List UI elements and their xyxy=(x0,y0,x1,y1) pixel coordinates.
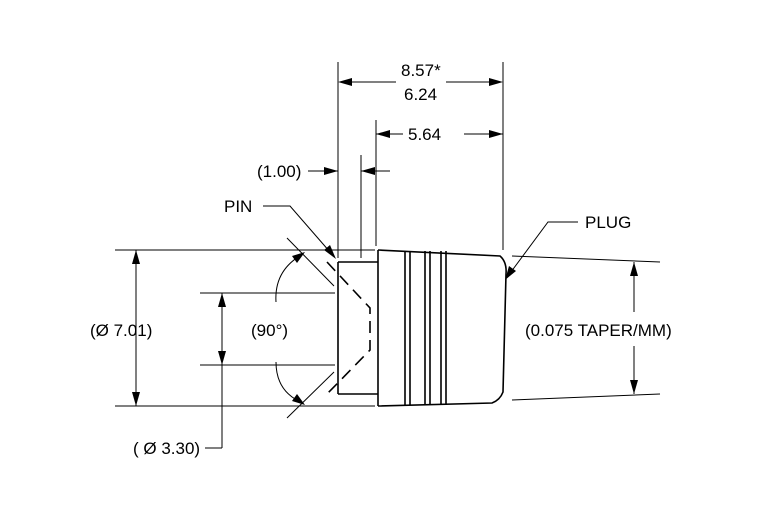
dim-outer-diameter-label: (Ø 7.01) xyxy=(90,321,152,340)
dim-chamfer-angle xyxy=(275,252,305,405)
plug-leader xyxy=(505,221,578,280)
dim-taper xyxy=(630,262,638,394)
dim-pin-offset xyxy=(308,167,390,175)
dim-plug-length-label: 5.64 xyxy=(408,125,441,144)
dim-overall-length xyxy=(338,78,503,86)
dim-pin-offset-label: (1.00) xyxy=(257,162,301,181)
dim-chamfer-angle-label: (90°) xyxy=(251,321,288,340)
dim-overall-max: 8.57* xyxy=(401,61,441,80)
dim-overall-min: 6.24 xyxy=(404,85,437,104)
dim-plug-length xyxy=(376,130,503,138)
plug-body xyxy=(377,249,507,407)
extension-lines xyxy=(115,62,661,419)
dim-outer-diameter xyxy=(132,250,140,406)
dim-inner-diameter xyxy=(205,293,226,449)
pin-body xyxy=(326,261,378,395)
pin-label: PIN xyxy=(224,197,252,216)
dim-inner-diameter-label: ( Ø 3.30) xyxy=(133,439,200,458)
dim-taper-label: (0.075 TAPER/MM) xyxy=(525,321,672,340)
pin-leader xyxy=(263,205,336,259)
plug-label: PLUG xyxy=(585,213,631,232)
